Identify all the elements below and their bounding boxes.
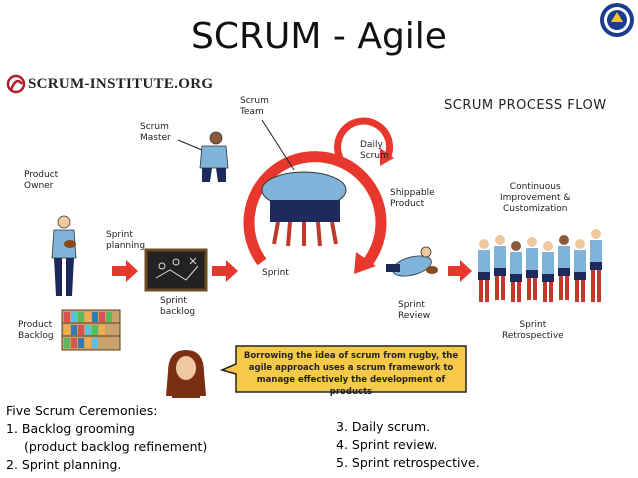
ceremony-item-2: 2. Sprint planning. bbox=[6, 457, 122, 472]
arrow-to-sprint bbox=[212, 260, 238, 282]
daily-scrum-arrowhead bbox=[380, 148, 394, 166]
label-continuous-improvement: Continuous Improvement & Customization bbox=[500, 182, 571, 214]
arrow-to-retrospective bbox=[448, 260, 472, 282]
callout-text: Borrowing the idea of scrum from rugby, … bbox=[243, 351, 459, 397]
team-lineup bbox=[478, 229, 602, 302]
ceremonies-heading: Five Scrum Ceremonies: bbox=[6, 403, 158, 418]
product-backlog-shelf bbox=[61, 309, 121, 351]
label-daily-scrum: Daily Scrum bbox=[360, 140, 389, 161]
scrum-institute-logo-text: SCRUM-INSTITUTE.ORG bbox=[28, 76, 214, 92]
scrum-team-huddle bbox=[261, 171, 347, 247]
scrum-team-pointer bbox=[261, 119, 295, 171]
label-product-backlog: Product Backlog bbox=[18, 320, 54, 341]
scrum-master-pointer bbox=[177, 139, 203, 151]
label-sprint-retrospective: Sprint Retrospective bbox=[502, 320, 564, 341]
ceremony-item-1: 1. Backlog grooming bbox=[6, 421, 135, 436]
label-sprint-review: Sprint Review bbox=[398, 300, 431, 321]
scrum-process-flow-title: SCRUM PROCESS FLOW bbox=[444, 98, 607, 113]
label-sprint-planning: Sprint planning bbox=[106, 230, 146, 251]
ceremonies-list-left: Five Scrum Ceremonies: 1. Backlog groomi… bbox=[6, 402, 207, 474]
ceremony-item-4: 4. Sprint review. bbox=[336, 437, 438, 452]
ceremony-item-3: 3. Daily scrum. bbox=[336, 419, 431, 434]
scrum-institute-logo-icon bbox=[6, 74, 26, 94]
arrow-to-sprint-backlog bbox=[112, 260, 138, 282]
product-owner-figure bbox=[51, 215, 77, 296]
label-product-owner: Product Owner bbox=[24, 170, 59, 191]
ceremony-item-5: 5. Sprint retrospective. bbox=[336, 455, 480, 470]
shippable-product-figure bbox=[386, 246, 438, 277]
sprint-cycle-arrowhead bbox=[354, 252, 376, 274]
university-seal-icon bbox=[600, 3, 634, 37]
callout-bubble bbox=[219, 345, 467, 393]
narrator-avatar bbox=[166, 350, 206, 398]
ceremonies-list-right: 3. Daily scrum. 4. Sprint review. 5. Spr… bbox=[336, 418, 480, 472]
page-title: SCRUM - Agile bbox=[191, 16, 447, 57]
sprint-cycle-arrow bbox=[243, 151, 387, 266]
daily-scrum-loop bbox=[334, 117, 394, 160]
label-sprint-backlog: Sprint backlog bbox=[160, 296, 196, 317]
label-shippable-product: Shippable Product bbox=[390, 188, 435, 209]
ceremony-item-1-sub: (product backlog refinement) bbox=[24, 439, 208, 454]
scrum-master-figure bbox=[199, 131, 229, 182]
label-sprint: Sprint bbox=[262, 268, 289, 278]
sprint-backlog-board bbox=[144, 248, 208, 292]
label-scrum-team: Scrum Team bbox=[240, 96, 269, 117]
label-scrum-master: Scrum Master bbox=[140, 122, 171, 143]
